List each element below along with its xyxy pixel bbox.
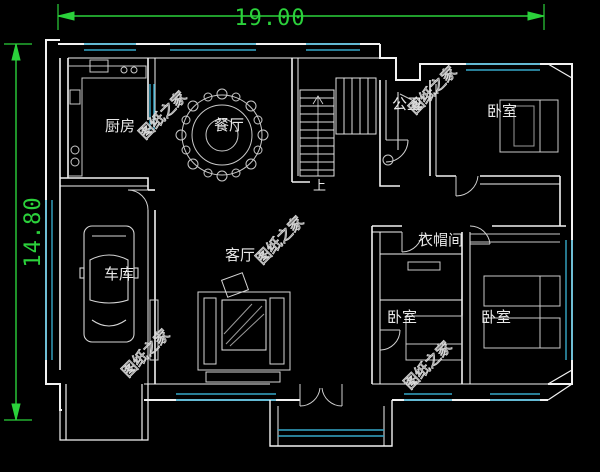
room-label-garage: 车库: [104, 265, 134, 283]
watermark: 图纸之家: [118, 326, 173, 381]
room-label-bedroom-ne: 卧室: [487, 102, 517, 120]
watermark: 图纸之家: [405, 63, 460, 118]
stair-up-label: 上: [313, 179, 326, 194]
room-label-living: 客厅: [225, 246, 255, 264]
room-label-closet: 衣帽间: [418, 231, 463, 249]
garage-ramp: [59, 384, 149, 441]
car: [79, 225, 139, 343]
kitchen-counter: [68, 59, 147, 177]
outer-walls: [45, 39, 573, 411]
entrance-porch: [269, 400, 393, 447]
dining-table: [175, 88, 269, 182]
width-dimension-label: 19.00: [234, 6, 305, 31]
windows: [45, 43, 573, 401]
watermark: 图纸之家: [252, 213, 307, 268]
room-label-kitchen: 厨房: [105, 117, 135, 135]
room-label-dining: 餐厅: [214, 116, 244, 134]
room-label-bedroom-mid: 卧室: [387, 308, 417, 326]
sofa-set: [149, 272, 291, 383]
room-label-public-wc: 公卫: [392, 95, 422, 113]
room-labels: 厨房 餐厅 公卫 卧室 车库 客厅 衣帽间 卧室 卧室: [104, 95, 517, 326]
bedroom-furniture: [382, 93, 561, 361]
staircase: [299, 77, 377, 177]
room-label-bedroom-se: 卧室: [481, 308, 511, 326]
depth-dimension-label: 14.80: [21, 196, 46, 267]
watermark: 图纸之家: [400, 338, 455, 393]
dimension-lines: [4, 4, 545, 421]
